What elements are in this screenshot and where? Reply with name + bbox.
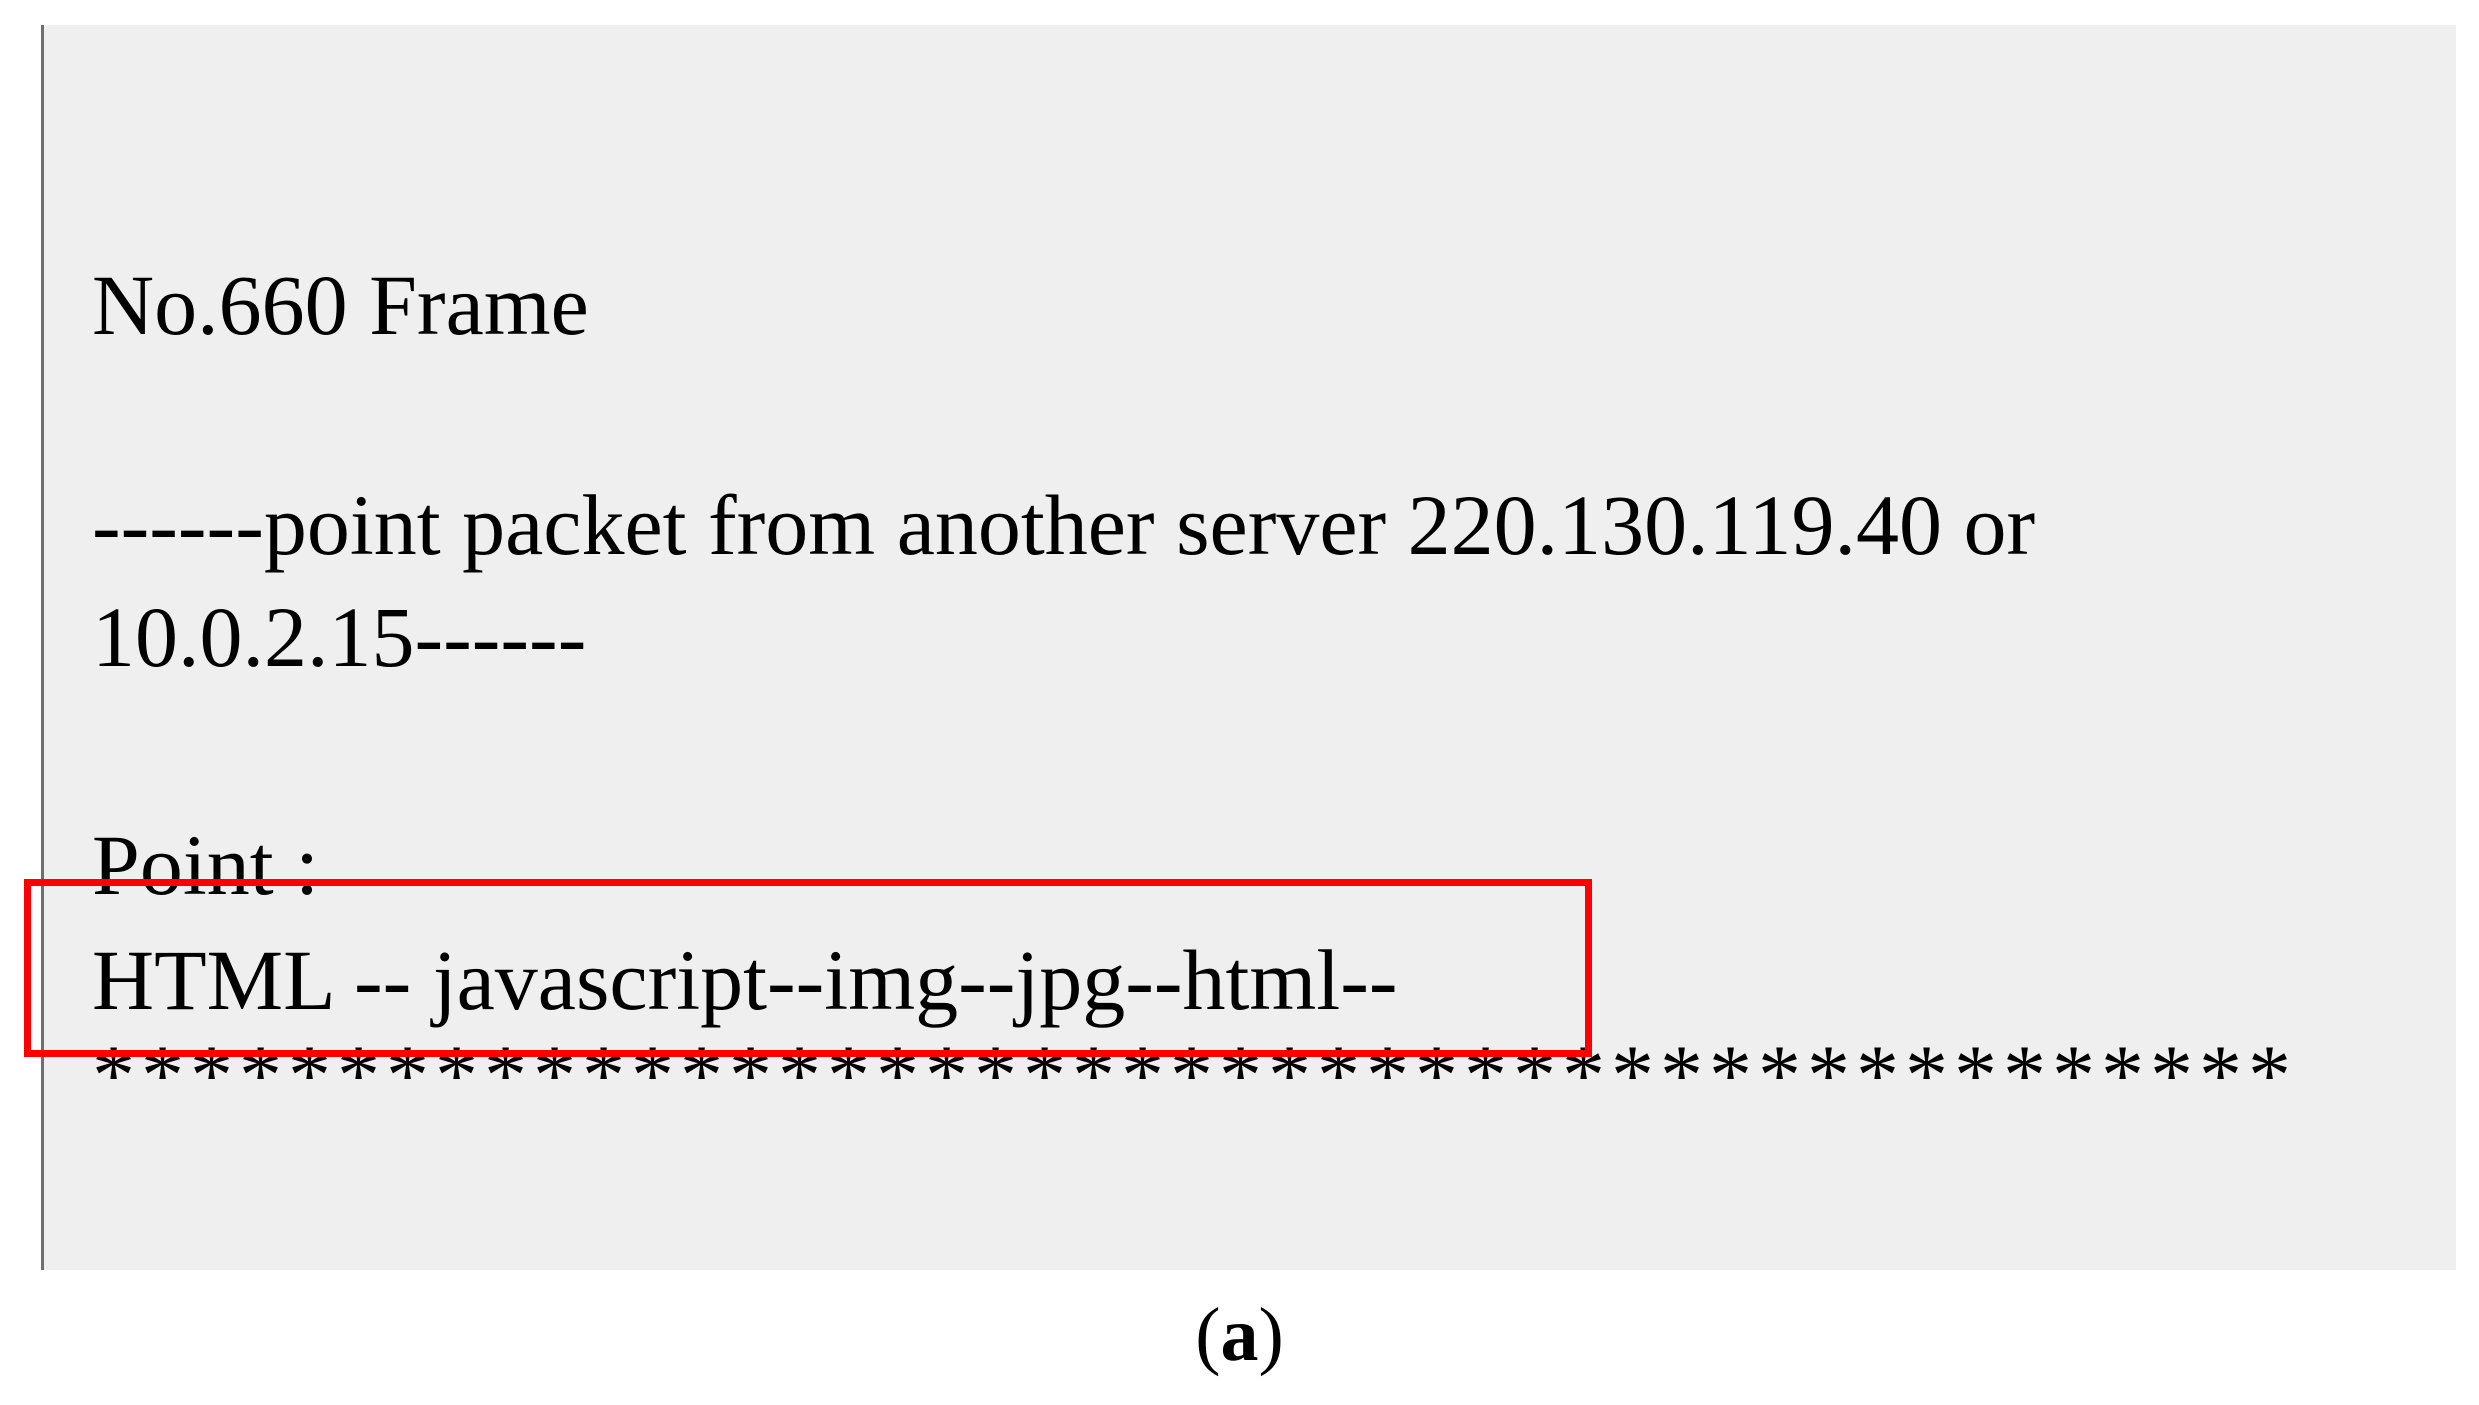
caption-close-paren: ) (1258, 1293, 1284, 1377)
figure-caption: (a) (0, 1290, 2479, 1380)
caption-letter: a (1220, 1293, 1259, 1377)
text-output-panel: No.660 Frame ------point packet from ano… (41, 25, 2456, 1270)
packet-source-line-1: ------point packet from another server 2… (92, 477, 2036, 573)
point-label: Point : (92, 817, 320, 913)
packet-source-line-2: 10.0.2.15------ (92, 589, 587, 685)
point-value: HTML -- javascript--img--jpg--html-- (92, 932, 1398, 1028)
caption-open-paren: ( (1195, 1293, 1221, 1377)
frame-title: No.660 Frame (92, 257, 589, 353)
separator-line: ****************************************… (92, 1027, 2297, 1123)
